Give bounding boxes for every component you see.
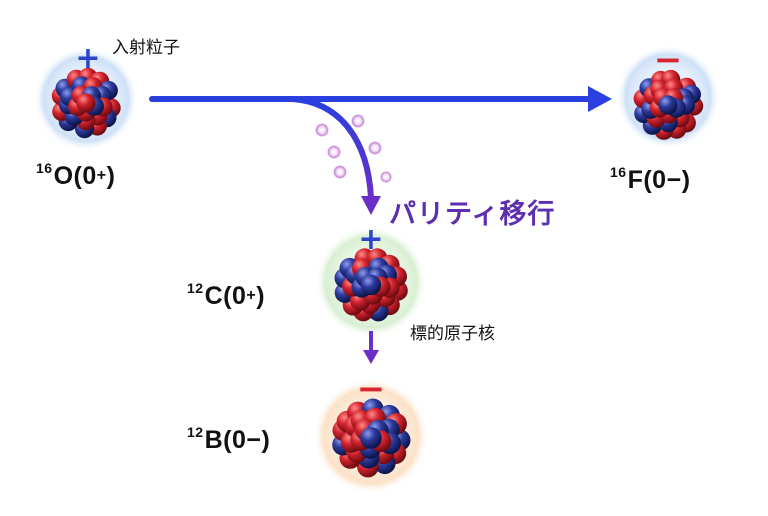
parity-value: −: [246, 426, 262, 454]
close-paren: ): [261, 426, 271, 454]
nucleus-label-f16: 16F(0−): [610, 164, 691, 195]
parity-sign-f16: −: [654, 40, 683, 80]
parity-sign-b12: −: [357, 369, 386, 409]
neutron: [658, 95, 678, 115]
mass-number: 16: [36, 160, 53, 176]
close-paren: ): [256, 282, 266, 310]
element-symbol: B: [204, 426, 224, 454]
parity-value: +: [246, 287, 257, 304]
mass-number: 12: [187, 280, 204, 296]
transfer-arrow: [289, 96, 374, 201]
nucleus-o16: [51, 67, 121, 139]
mass-number: 16: [610, 164, 627, 180]
nucleus-b12: [332, 398, 411, 478]
element-symbol: C: [204, 282, 224, 310]
parity-sign-o16: +: [75, 41, 100, 76]
incident-particle-label: 入射粒子: [112, 38, 180, 58]
parity-value: −: [666, 166, 682, 194]
close-paren: ): [106, 162, 116, 190]
mass-number: 12: [187, 424, 204, 440]
proton: [76, 93, 96, 113]
parity-transfer-label: パリティ移行: [389, 199, 556, 230]
close-paren: ): [681, 166, 691, 194]
spin-value: (0: [223, 282, 247, 310]
neutron: [360, 427, 382, 449]
nucleus-label-b12: 12B(0−): [187, 424, 270, 455]
neutron: [360, 274, 382, 296]
nucleus-f16: [633, 69, 704, 140]
nucleus-label-o16: 16O(0+): [36, 160, 115, 191]
spin-value: (0: [643, 166, 667, 194]
decay-arrow-head: [363, 350, 379, 364]
nucleus-c12: [334, 248, 408, 322]
exchanged-particles: [315, 114, 392, 183]
spin-value: (0: [73, 162, 97, 190]
parity-sign-c12: +: [358, 222, 383, 257]
transfer-arrow-head: [361, 196, 381, 215]
spin-value: (0: [223, 426, 247, 454]
element-symbol: F: [627, 166, 644, 194]
beam-arrow-head: [588, 86, 612, 112]
nucleus-label-c12: 12C(0+): [187, 280, 265, 311]
target-nucleus-label: 標的原子核: [410, 324, 495, 344]
element-symbol: O: [53, 162, 74, 190]
parity-value: +: [96, 167, 107, 184]
